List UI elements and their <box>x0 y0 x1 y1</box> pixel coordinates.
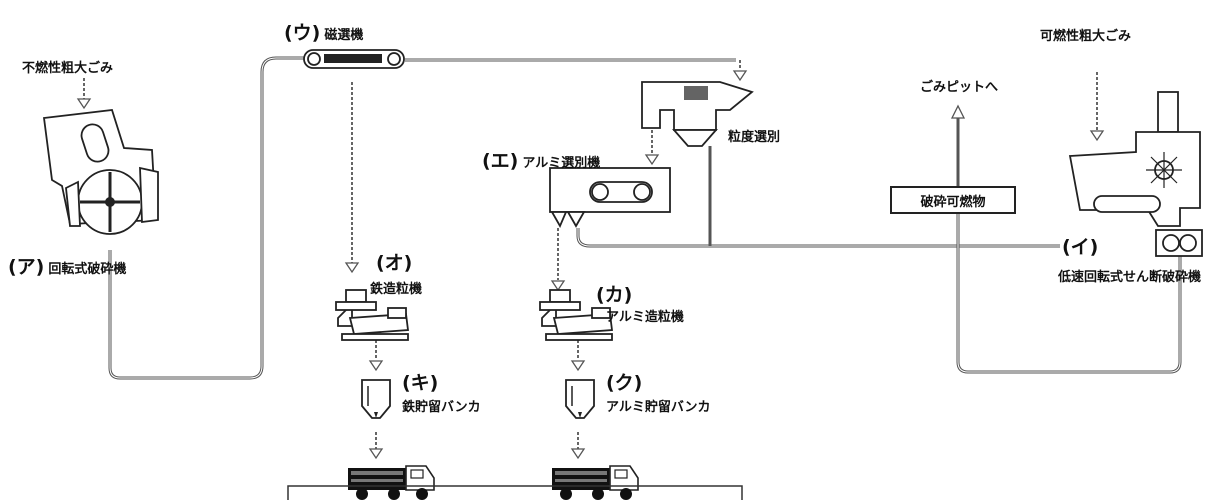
machine-ku-name: アルミ貯留バンカ <box>606 400 711 415</box>
aluminum-separator-drawing <box>549 167 671 229</box>
magnetic-separator-drawing <box>303 49 405 69</box>
machine-o-name: 鉄造粒機 <box>370 282 423 297</box>
iron-granulator-drawing <box>335 289 409 341</box>
rotary-crusher-drawing <box>42 109 159 235</box>
iron-truck-icon <box>347 465 435 500</box>
machine-ki-name: 鉄貯留バンカ <box>402 400 481 415</box>
machine-i-name: 低速回転式せん断破砕機 <box>1058 270 1202 285</box>
machine-ku-code-label: (ク) <box>606 368 646 395</box>
machine-a-name: 回転式破砕機 <box>48 262 127 277</box>
machine-o-code-label: (オ) <box>376 248 416 275</box>
machine-ki-code-label: (キ) <box>402 368 442 395</box>
machine-ka-code-label: (カ) <box>596 280 636 307</box>
crushed-combustible-box: 破砕可燃物 <box>890 186 1016 214</box>
machine-e-label: (エ)アルミ選別機 <box>482 146 600 173</box>
machine-ka-code: (カ) <box>596 284 633 306</box>
machine-u-label: (ウ)磁選機 <box>284 18 363 45</box>
machine-i-code-label: (イ) <box>1062 232 1102 259</box>
screen-label: 粒度選別 <box>728 130 781 145</box>
machine-i-code: (イ) <box>1062 236 1099 258</box>
to-pit-label: ごみピットへ <box>920 80 999 95</box>
machine-e-code: (エ) <box>482 150 519 172</box>
aluminum-truck-icon <box>551 465 639 500</box>
aluminum-bunker-drawing <box>565 379 595 419</box>
shear-crusher-drawing <box>1068 91 1203 257</box>
machine-o-code: (オ) <box>376 252 413 274</box>
combustible-input-label: 可燃性粗大ごみ <box>1040 29 1132 44</box>
machine-a-code: (ア) <box>8 256 45 278</box>
bottom-frame <box>287 485 743 500</box>
machine-e-name: アルミ選別機 <box>522 156 601 171</box>
machine-a-label: (ア)回転式破砕機 <box>8 252 126 279</box>
iron-bunker-drawing <box>361 379 391 419</box>
machine-ku-code: (ク) <box>606 372 643 394</box>
machine-u-name: 磁選機 <box>324 28 364 43</box>
machine-ki-code: (キ) <box>402 372 439 394</box>
flow-arrows <box>77 60 1104 459</box>
incombustible-input-label: 不燃性粗大ごみ <box>22 61 114 76</box>
machine-ka-name: アルミ造粒機 <box>606 310 684 325</box>
machine-u-code: (ウ) <box>284 22 321 44</box>
conveyor-lines <box>108 56 1182 380</box>
size-screen-drawing <box>641 81 754 147</box>
